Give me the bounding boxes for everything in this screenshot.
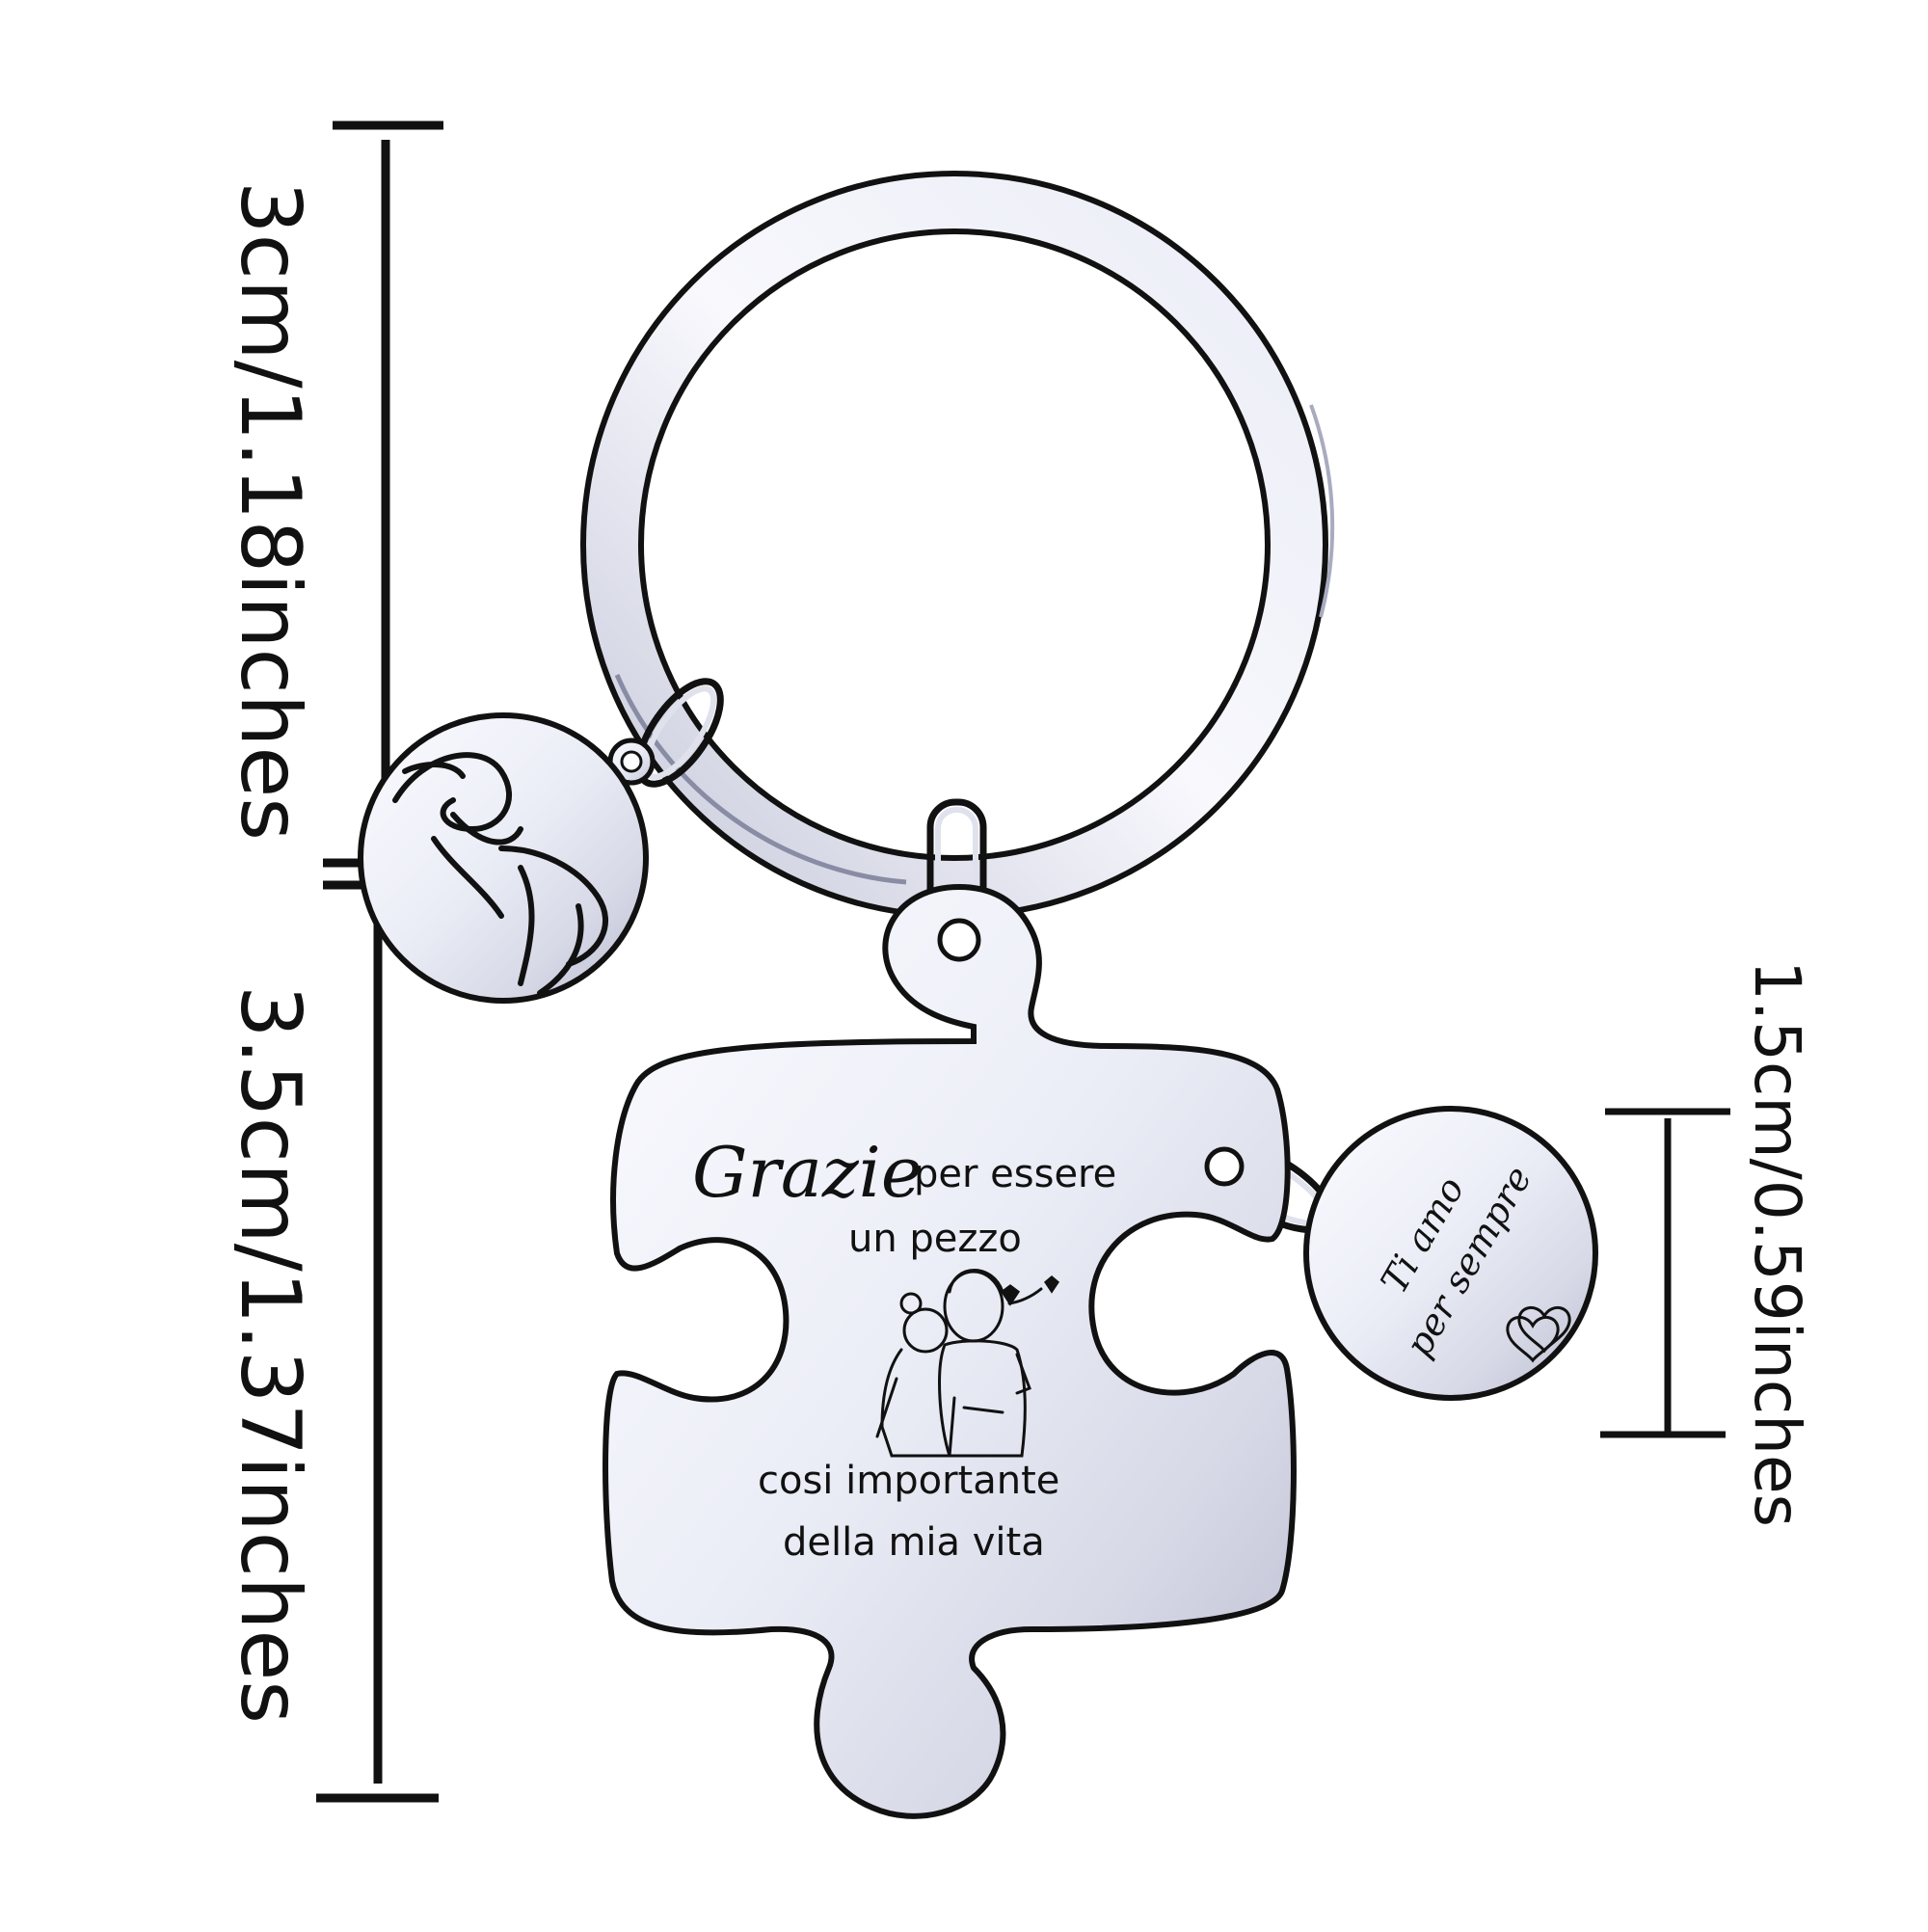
dimension-puzzle-label: 3.5cm/1.37inches bbox=[222, 984, 318, 1725]
dimension-lines-right bbox=[1600, 1108, 1730, 1438]
double-heart-icon bbox=[1506, 1306, 1571, 1363]
engraving-grazie: Grazie bbox=[692, 1132, 923, 1213]
split-key-ring bbox=[580, 171, 1335, 919]
engraving-line-3: cosi importante bbox=[758, 1459, 1060, 1503]
pinky-promise-charm bbox=[358, 712, 656, 1004]
dimension-lines-left bbox=[316, 121, 443, 1803]
engraving-line-1: per essere bbox=[914, 1152, 1117, 1196]
engraving-line-2: un pezzo bbox=[848, 1217, 1022, 1261]
engraving-line-4: della mia vita bbox=[783, 1520, 1045, 1565]
dimension-tag-label: 1.5cm/0.59inches bbox=[1740, 959, 1814, 1528]
couple-illustration bbox=[875, 1269, 1059, 1458]
dimension-ring-label: 3cm/1.18inches bbox=[222, 180, 318, 842]
puzzle-piece-pendant bbox=[602, 883, 1297, 1819]
pinky-hands-icon bbox=[392, 752, 609, 996]
